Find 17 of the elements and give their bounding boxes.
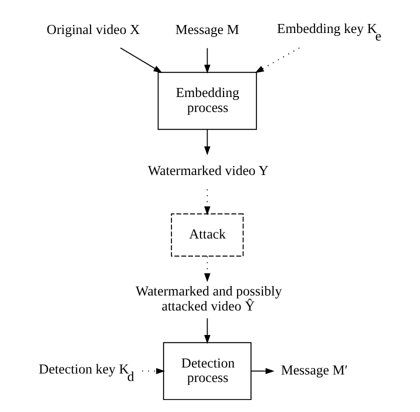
node-text: Message M′	[280, 362, 348, 378]
node-box: Attack	[170, 213, 244, 257]
arrow	[142, 368, 166, 374]
node-text: Watermarked and possibly attacked video Ŷ	[136, 284, 282, 314]
arrow	[204, 318, 210, 344]
arrow	[204, 188, 210, 216]
arrow	[204, 48, 210, 74]
arrow	[254, 47, 300, 73]
arrow	[204, 256, 210, 282]
node-box: Embedding process	[158, 72, 257, 130]
node-text: Original video X	[46, 22, 140, 37]
node-text: Watermarked video Y	[148, 163, 268, 178]
node-text: Message M	[175, 22, 240, 37]
arrow	[204, 128, 210, 156]
node-box: Detection process	[163, 342, 252, 400]
arrow	[120, 47, 162, 74]
arrow	[250, 368, 274, 374]
